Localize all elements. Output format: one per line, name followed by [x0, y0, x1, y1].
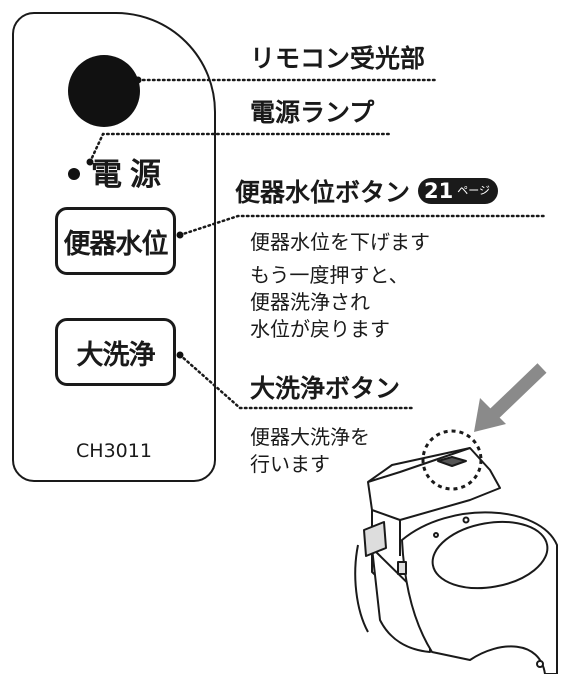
model-number: CH3011 — [76, 440, 152, 462]
sensor-callout: リモコン受光部 — [250, 44, 426, 73]
water-level-desc-3: 便器洗浄され — [250, 290, 370, 314]
water-level-desc-2: もう一度押すと、 — [250, 263, 409, 287]
big-flush-desc-2: 行います — [250, 452, 330, 476]
big-flush-callout: 大洗浄ボタン — [250, 374, 401, 403]
page-ref-unit: ページ — [457, 184, 491, 197]
water-level-desc-1: 便器水位を下げます — [250, 230, 430, 254]
water-level-title: 便器水位ボタン — [235, 178, 411, 207]
remote-location-circle — [421, 429, 483, 491]
big-flush-button[interactable]: 大洗浄 — [55, 318, 176, 386]
toilet-illustration-icon — [354, 447, 558, 674]
direction-arrow-icon — [474, 363, 547, 432]
power-label: 電源 — [91, 157, 169, 193]
big-flush-desc-1: 便器大洗浄を — [250, 425, 370, 449]
power-lamp-leader-line — [88, 132, 392, 164]
power-lamp-callout: 電源ランプ — [250, 98, 375, 127]
power-lamp — [68, 168, 80, 180]
remote-receiver-sensor — [68, 55, 140, 127]
water-level-button[interactable]: 便器水位 — [55, 207, 176, 275]
page-ref-number: 21 — [424, 179, 454, 203]
big-flush-leader-line — [178, 353, 414, 410]
water-level-leader-line — [178, 214, 547, 237]
water-level-desc-4: 水位が戻ります — [250, 317, 390, 341]
